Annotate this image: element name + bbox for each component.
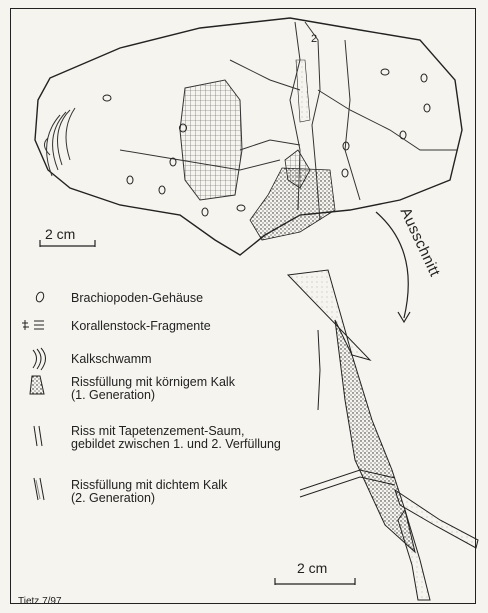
legend-brachiopod: Brachiopoden-Gehäuse (71, 291, 203, 305)
brachiopod-icon (35, 291, 45, 303)
legend-dense-line2: (2. Generation) (71, 491, 155, 505)
granular-fill-icon (30, 376, 44, 394)
coral-region (180, 80, 242, 200)
brachiopod-shells (103, 69, 430, 216)
sponge-icon (33, 348, 46, 370)
dense-fill-icon (34, 478, 44, 500)
signature: Tietz 7/97 (18, 596, 62, 607)
detail-crack (288, 270, 478, 600)
legend-seam-line1: Riss mit Tapetenzement-Saum, (71, 424, 244, 438)
legend-sponge: Kalkschwamm (71, 352, 152, 366)
scale-bar-bottom (275, 578, 355, 585)
legend-coral: Korallenstock-Fragmente (71, 319, 211, 333)
legend-dense-line1: Rissfüllung mit dichtem Kalk (71, 478, 227, 492)
crack-fill-upper (296, 60, 310, 122)
scale-label-top: 2 cm (45, 226, 75, 242)
legend-granular-line1: Rissfüllung mit körnigem Kalk (71, 375, 235, 389)
legend-seam-line2: gebildet zwischen 1. und 2. Verfüllung (71, 437, 281, 451)
coral-fragment-icon (22, 320, 44, 330)
legend-icons (22, 291, 46, 500)
crack-seam-icon (34, 426, 42, 446)
specimen-outline (35, 18, 462, 255)
legend-granular-line2: (1. Generation) (71, 388, 155, 402)
sponge-structure (44, 108, 75, 176)
scale-label-bottom: 2 cm (297, 560, 327, 576)
clast-number: 2 (311, 32, 317, 46)
